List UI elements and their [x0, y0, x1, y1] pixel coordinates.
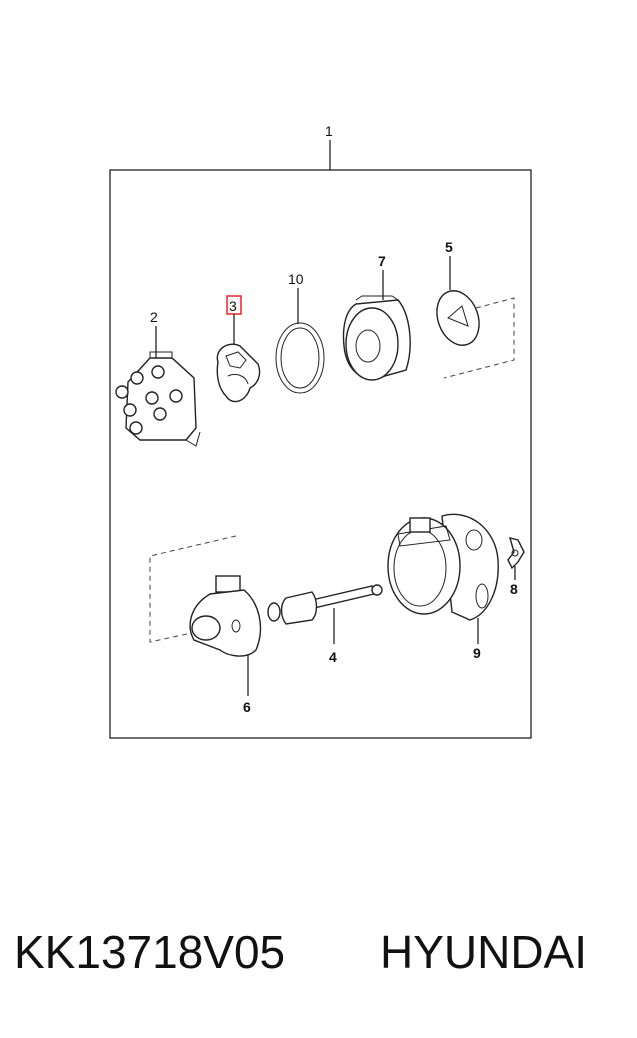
callout-4: 4: [329, 649, 337, 665]
callout-10: 10: [288, 271, 304, 287]
callout-2: 2: [150, 309, 158, 325]
footer-caption: KK13718V05 HYUNDAI: [0, 925, 637, 995]
part-10-o-ring: [275, 288, 325, 394]
callout-5: 5: [445, 239, 453, 255]
part-2-distributor-cap: [115, 326, 201, 447]
part-3-rotor: [216, 314, 261, 403]
callout-1: 1: [325, 123, 333, 139]
brand-name: HYUNDAI: [380, 926, 588, 978]
exploded-parts-diagram: 1 2 3 10 7: [109, 123, 532, 739]
part-7-cover: [342, 270, 411, 381]
part-4-shaft: [267, 584, 383, 644]
part-6-sensor: [149, 535, 262, 696]
part-number: KK13718V05: [14, 926, 286, 978]
callout-6: 6: [243, 699, 251, 715]
callout-7: 7: [378, 253, 386, 269]
callout-8: 8: [510, 581, 518, 597]
callout-3: 3: [229, 298, 237, 314]
part-9-housing: [387, 513, 499, 644]
callout-9: 9: [473, 645, 481, 661]
part-8-wing-nut: [507, 537, 525, 580]
assembly-frame: [109, 169, 532, 739]
part-5-shield-plate: [436, 256, 515, 379]
